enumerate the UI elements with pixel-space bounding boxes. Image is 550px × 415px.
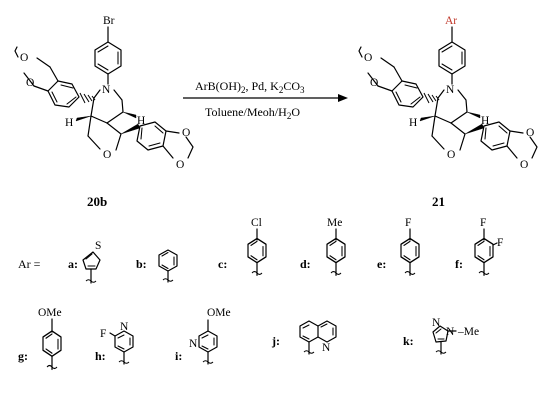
ar-letter: f:: [455, 257, 463, 271]
oxygen-atom: O: [520, 159, 528, 171]
nitrogen-atom: N: [432, 317, 441, 329]
ar-group-j: j: N: [271, 320, 337, 355]
ar-group-e: e: F: [377, 217, 420, 276]
reagents-line-1: ArB(OH)2, Pd, K2CO3: [195, 79, 305, 95]
nitrogen-atom: N: [120, 321, 129, 333]
ar-letter: k:: [403, 334, 414, 348]
oxygen-atom: O: [447, 149, 455, 161]
product-label: 21: [432, 194, 445, 209]
hydrogen-label: H: [409, 117, 417, 129]
ar-letter: g:: [18, 349, 28, 363]
ar-group-h: h: F N: [95, 321, 134, 365]
ar-group-g: g: OMe: [18, 307, 62, 371]
ar-letter: j:: [271, 334, 280, 348]
nitrogen-atom: N: [446, 326, 455, 338]
ar-letter: c:: [218, 257, 227, 271]
sulfur-atom: S: [95, 240, 101, 252]
oxygen-atom: O: [526, 127, 534, 139]
reaction-arrow-head: [338, 94, 348, 102]
oxygen-atom: O: [26, 77, 34, 89]
ar-group-d: d: Me: [300, 217, 346, 276]
nitrogen-atom: N: [322, 342, 331, 354]
ar-letter: b:: [136, 257, 147, 271]
hydrogen-label: H: [481, 115, 489, 127]
ar-letter: a:: [68, 257, 78, 271]
ar-letter: d:: [300, 257, 311, 271]
ar-group-f: f: F F: [455, 217, 503, 276]
methyl-label: –Me: [457, 326, 479, 338]
ar-group-b: b:: [136, 249, 178, 283]
ar-group-a: a: S: [68, 240, 101, 284]
ar-letter: e:: [377, 257, 386, 271]
product-molecule: Ar N H H O O O O O: [358, 15, 538, 171]
oxygen-atom: O: [176, 159, 184, 171]
methoxy-label: OMe: [207, 307, 231, 319]
hydrogen-label: H: [137, 115, 145, 127]
ar-group-i: i: OMe N: [175, 307, 231, 365]
ar-group-k: k: N N –Me: [403, 317, 479, 355]
fluorine-atom: F: [405, 217, 411, 229]
oxygen-atom: O: [182, 127, 190, 139]
aryl-substituent-label: Ar: [445, 15, 457, 27]
fluorine-atom: F: [100, 328, 106, 340]
reaction-conditions: ArB(OH)2, Pd, K2CO3 Toluene/Meoh/H2O: [183, 79, 348, 121]
nitrogen-atom: N: [102, 84, 111, 96]
nitrogen-atom: N: [189, 338, 198, 350]
ar-letter: i:: [175, 349, 182, 363]
ar-letter: h:: [95, 349, 106, 363]
methyl-label: Me: [327, 217, 342, 229]
ar-prefix: Ar =: [18, 257, 41, 271]
reactant-label: 20b: [87, 194, 107, 209]
reagents-line-2: Toluene/Meoh/H2O: [205, 105, 300, 121]
reactant-molecule: Br N H H O O O O O: [14, 15, 194, 171]
fluorine-atom: F: [480, 217, 486, 229]
ar-group-c: c: Cl: [218, 217, 267, 276]
hydrogen-label: H: [65, 117, 73, 129]
oxygen-atom: O: [364, 52, 372, 64]
bromo-atom: Br: [103, 15, 115, 27]
oxygen-atom: O: [103, 149, 111, 161]
oxygen-atom: O: [20, 52, 28, 64]
chlorine-atom: Cl: [251, 217, 262, 229]
methoxy-label: OMe: [38, 307, 62, 319]
fluorine-atom: F: [497, 237, 503, 249]
nitrogen-atom: N: [446, 84, 455, 96]
oxygen-atom: O: [370, 77, 378, 89]
